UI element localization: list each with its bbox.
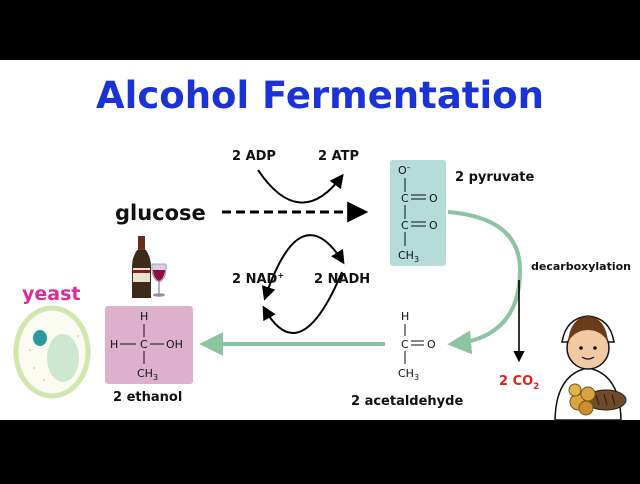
- decarboxylation-label: decarboxylation: [531, 260, 631, 273]
- pyruvate-label: 2 pyruvate: [455, 170, 534, 185]
- ethanol-label: 2 ethanol: [113, 390, 182, 405]
- pyruvate-to-acetaldehyde-arrow: [447, 210, 523, 355]
- acetaldehyde-c: C: [401, 338, 409, 351]
- nad-nadh-arc: [261, 234, 345, 301]
- yeast-cell-icon: [13, 305, 91, 399]
- atp-label: 2 ATP: [318, 149, 359, 164]
- yeast-label: yeast: [22, 283, 80, 305]
- pyruvate-box: [390, 160, 446, 266]
- pyruvate-o2: O: [429, 219, 438, 232]
- pyruvate-structure: O– C O C O CH3: [398, 163, 438, 264]
- ethanol-ch3: CH3: [137, 367, 158, 382]
- nad-label: 2 NAD+: [232, 271, 284, 287]
- pyruvate-o1: O: [429, 192, 438, 205]
- wine-glass-icon: [151, 263, 167, 297]
- ethanol-box: [105, 306, 193, 384]
- acetaldehyde-ch3: CH3: [398, 367, 419, 382]
- wine-bottle-icon: [132, 236, 151, 298]
- acetaldehyde-h: H: [401, 310, 409, 323]
- nadh-nad-arc: [262, 271, 343, 334]
- bread-icon: [568, 383, 627, 416]
- pyruvate-c1: C: [401, 192, 409, 205]
- ethanol-h-top: H: [140, 310, 148, 323]
- ethanol-structure: H H C OH CH3: [110, 310, 183, 382]
- pyruvate-o-minus: O–: [398, 163, 411, 177]
- acetaldehyde-label: 2 acetaldehyde: [351, 394, 463, 409]
- acetaldehyde-structure: H C O CH3: [398, 310, 436, 382]
- pyruvate-c2: C: [401, 219, 409, 232]
- pyruvate-ch3: CH3: [398, 249, 419, 264]
- acetaldehyde-o: O: [427, 338, 436, 351]
- ethanol-h-left: H: [110, 338, 118, 351]
- co2-label: 2 CO2: [499, 374, 539, 392]
- ethanol-c: C: [140, 338, 148, 351]
- adp-atp-arrow: [257, 169, 344, 204]
- ethanol-oh: OH: [166, 338, 183, 351]
- glucose-label: glucose: [115, 201, 206, 225]
- nadh-label: 2 NADH: [314, 272, 370, 287]
- adp-label: 2 ADP: [232, 149, 276, 164]
- page-title: Alcohol Fermentation: [96, 74, 544, 117]
